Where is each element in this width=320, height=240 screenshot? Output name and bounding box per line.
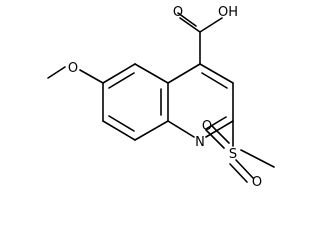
molecule-diagram: O OH O N S O O xyxy=(47,5,275,190)
bond xyxy=(177,12,197,27)
bond xyxy=(240,149,275,168)
bond xyxy=(102,63,136,84)
bond xyxy=(199,17,223,33)
bond xyxy=(134,120,169,141)
sulfonyl-oxygen-top-label: O xyxy=(202,119,212,134)
bond-inner xyxy=(108,115,135,132)
bond xyxy=(167,63,201,84)
carbonyl-oxygen-label: O xyxy=(173,5,183,20)
ring-nitrogen-label: N xyxy=(195,135,205,150)
bond xyxy=(47,66,66,79)
bond xyxy=(205,129,225,149)
bond-inner xyxy=(108,72,135,89)
bond xyxy=(134,63,169,84)
bond xyxy=(229,163,248,183)
carboxyl-hydroxyl-label: OH xyxy=(218,5,238,20)
bond xyxy=(199,63,234,84)
methoxy-oxygen-label: O xyxy=(68,61,78,76)
sulfonyl-oxygen-bottom-label: O xyxy=(252,175,262,190)
bond xyxy=(79,69,104,84)
bond xyxy=(211,125,230,144)
structure-drawing: O OH O N S O O xyxy=(47,5,275,190)
bond-inner xyxy=(205,116,227,130)
bond xyxy=(235,159,254,179)
bond xyxy=(179,17,201,33)
bond-inner xyxy=(201,72,228,89)
bond xyxy=(167,120,195,138)
sulfur-label: S xyxy=(229,147,237,162)
bond xyxy=(102,120,136,141)
